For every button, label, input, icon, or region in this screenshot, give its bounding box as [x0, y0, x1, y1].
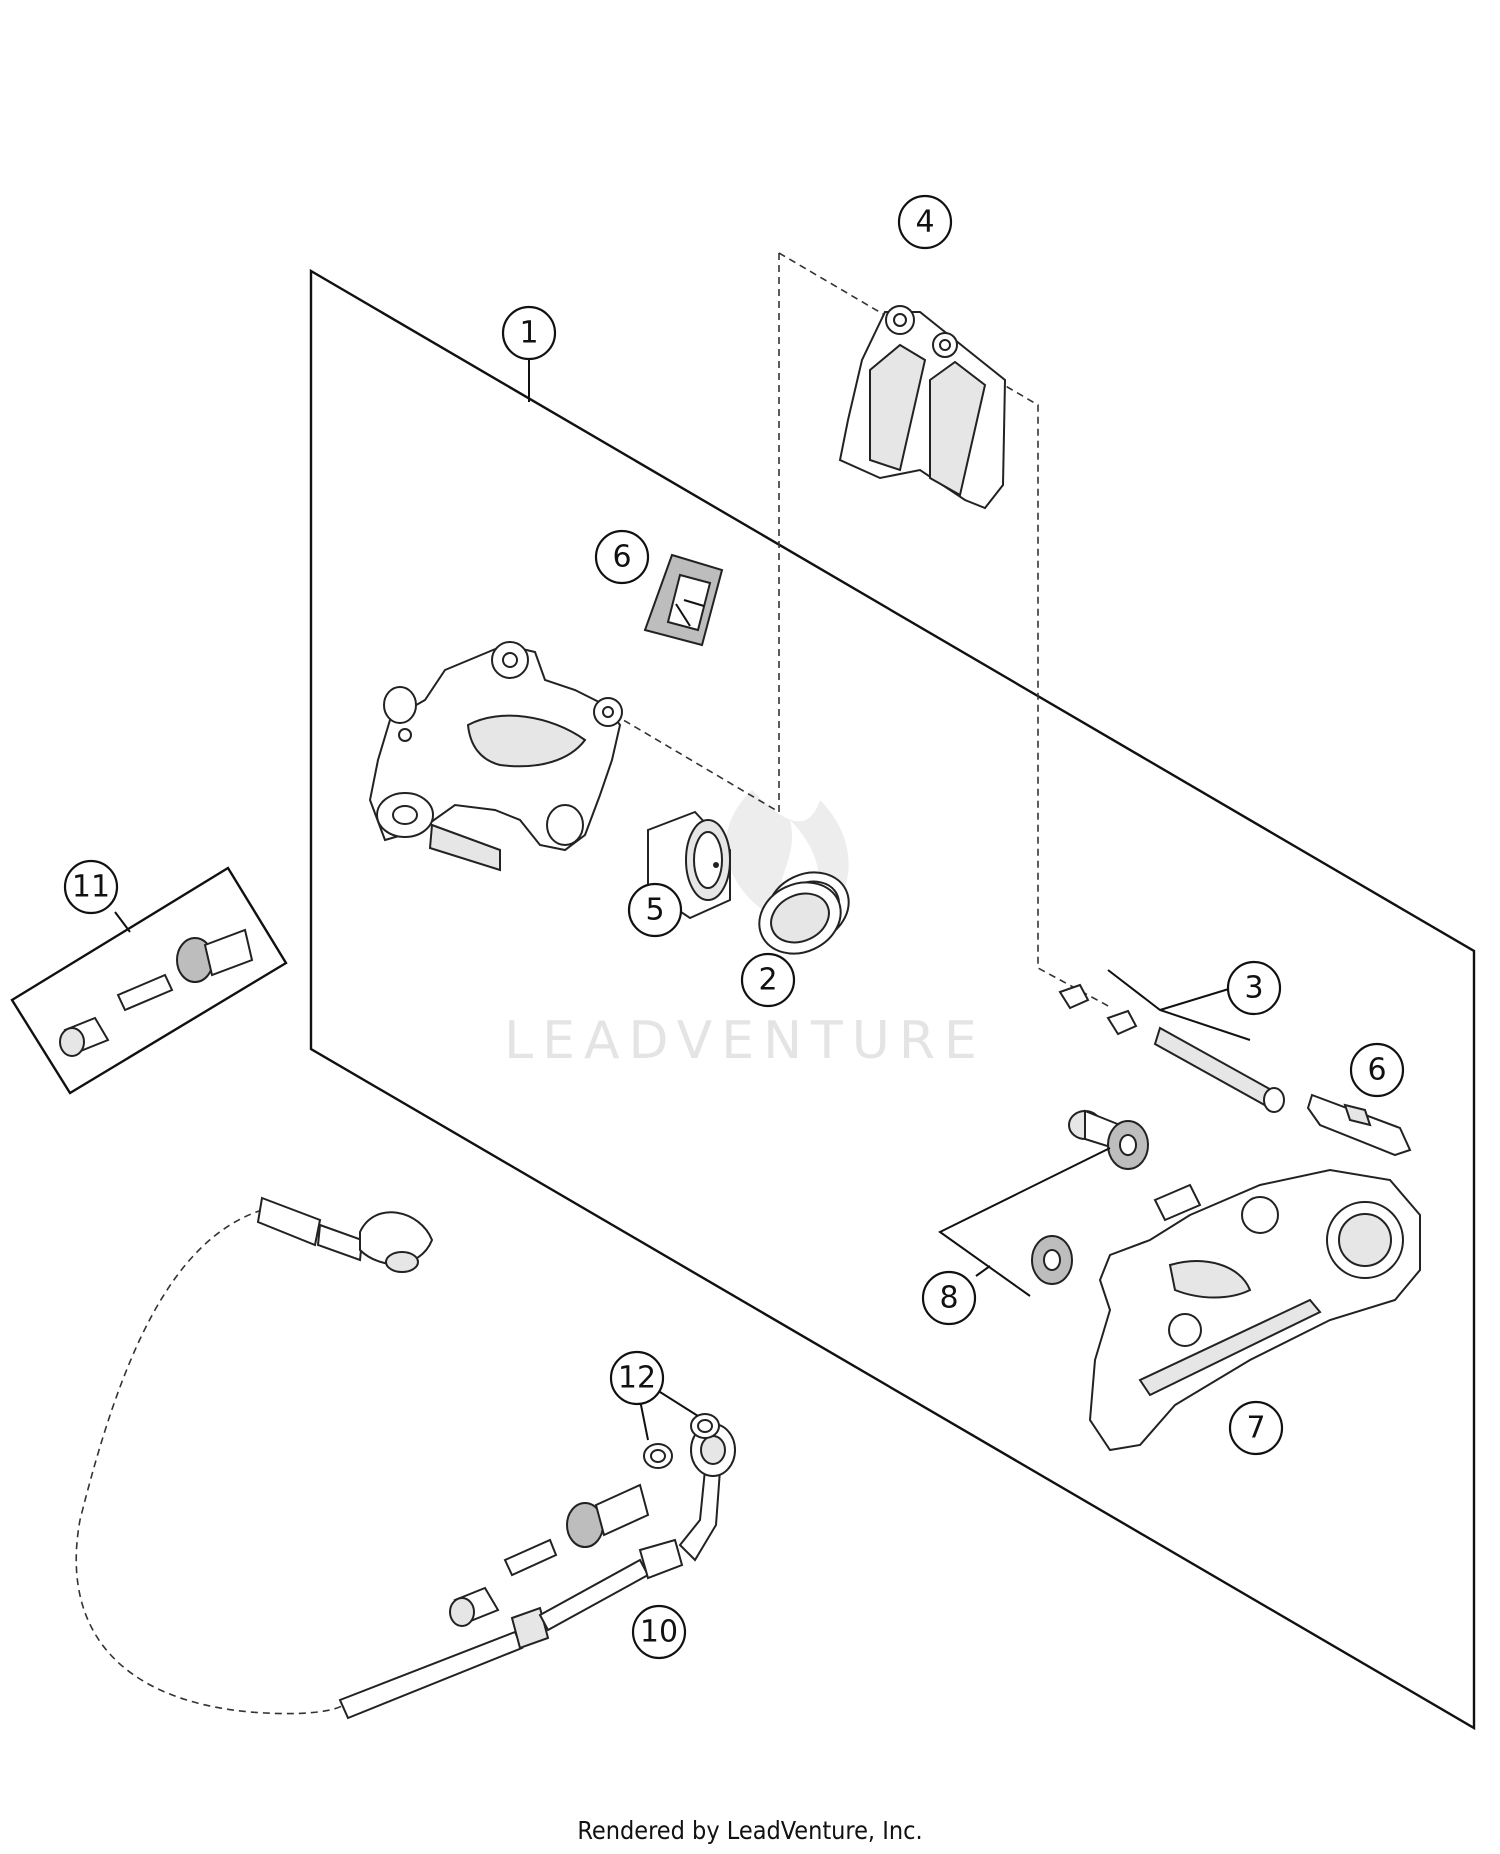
- watermark-text: LEADVENTURE: [504, 1011, 986, 1071]
- callout-10: 10: [631, 1604, 687, 1660]
- svg-text:6: 6: [612, 540, 631, 575]
- sealing-rings-part: [643, 1413, 720, 1469]
- svg-text:3: 3: [1244, 971, 1263, 1006]
- svg-text:12: 12: [618, 1361, 656, 1396]
- bleed-valve-kit-part: [10, 866, 288, 1095]
- svg-text:4: 4: [915, 205, 934, 240]
- callout-2: 2: [740, 952, 796, 1008]
- caliper-bracket-part: [1088, 1168, 1421, 1452]
- callout-6-lower: 6: [1349, 1042, 1405, 1098]
- piston-seals-part: [758, 871, 850, 955]
- brake-line-guide: [75, 1209, 343, 1715]
- callout-12: 12: [609, 1350, 665, 1406]
- render-credit: Rendered by LeadVenture, Inc.: [577, 1816, 923, 1845]
- brake-pads-part: [838, 305, 1007, 510]
- svg-text:1: 1: [519, 316, 538, 351]
- leader-3b: [1159, 987, 1233, 1011]
- banjo-fitting-part: [449, 1483, 650, 1627]
- leader-12a: [639, 1399, 649, 1441]
- svg-text:11: 11: [72, 870, 110, 905]
- svg-text:7: 7: [1246, 1411, 1265, 1446]
- callout-4: 4: [897, 194, 953, 250]
- callout-7: 7: [1228, 1400, 1284, 1456]
- pad-spring-lower-part: [1306, 1093, 1412, 1157]
- pad-fitting-guide-line: [619, 253, 780, 814]
- svg-text:10: 10: [640, 1615, 678, 1650]
- callout-6-upper: 6: [594, 529, 650, 585]
- pad-spring-upper-part: [643, 553, 724, 647]
- leadventure-watermark: LEADVENTURE: [504, 790, 986, 1071]
- svg-text:8: 8: [939, 1281, 958, 1316]
- callout-3: 3: [1226, 960, 1282, 1016]
- callout-5: 5: [627, 882, 683, 938]
- leader-11: [114, 911, 131, 933]
- svg-text:5: 5: [645, 893, 664, 928]
- leader-8b: [975, 1265, 991, 1277]
- callout-11: 11: [63, 859, 119, 915]
- svg-text:6: 6: [1367, 1053, 1386, 1088]
- pad-pin-part: [1058, 983, 1285, 1113]
- callout-8: 8: [921, 1270, 977, 1326]
- leader-12b: [659, 1391, 699, 1417]
- leader-8: [938, 1147, 1111, 1297]
- caliper-assembly-frame: [309, 268, 1476, 1731]
- callout-1: 1: [501, 305, 557, 361]
- svg-text:2: 2: [758, 963, 777, 998]
- caliper-body-part: [368, 641, 623, 872]
- guide-bushing-part: [1031, 1109, 1149, 1285]
